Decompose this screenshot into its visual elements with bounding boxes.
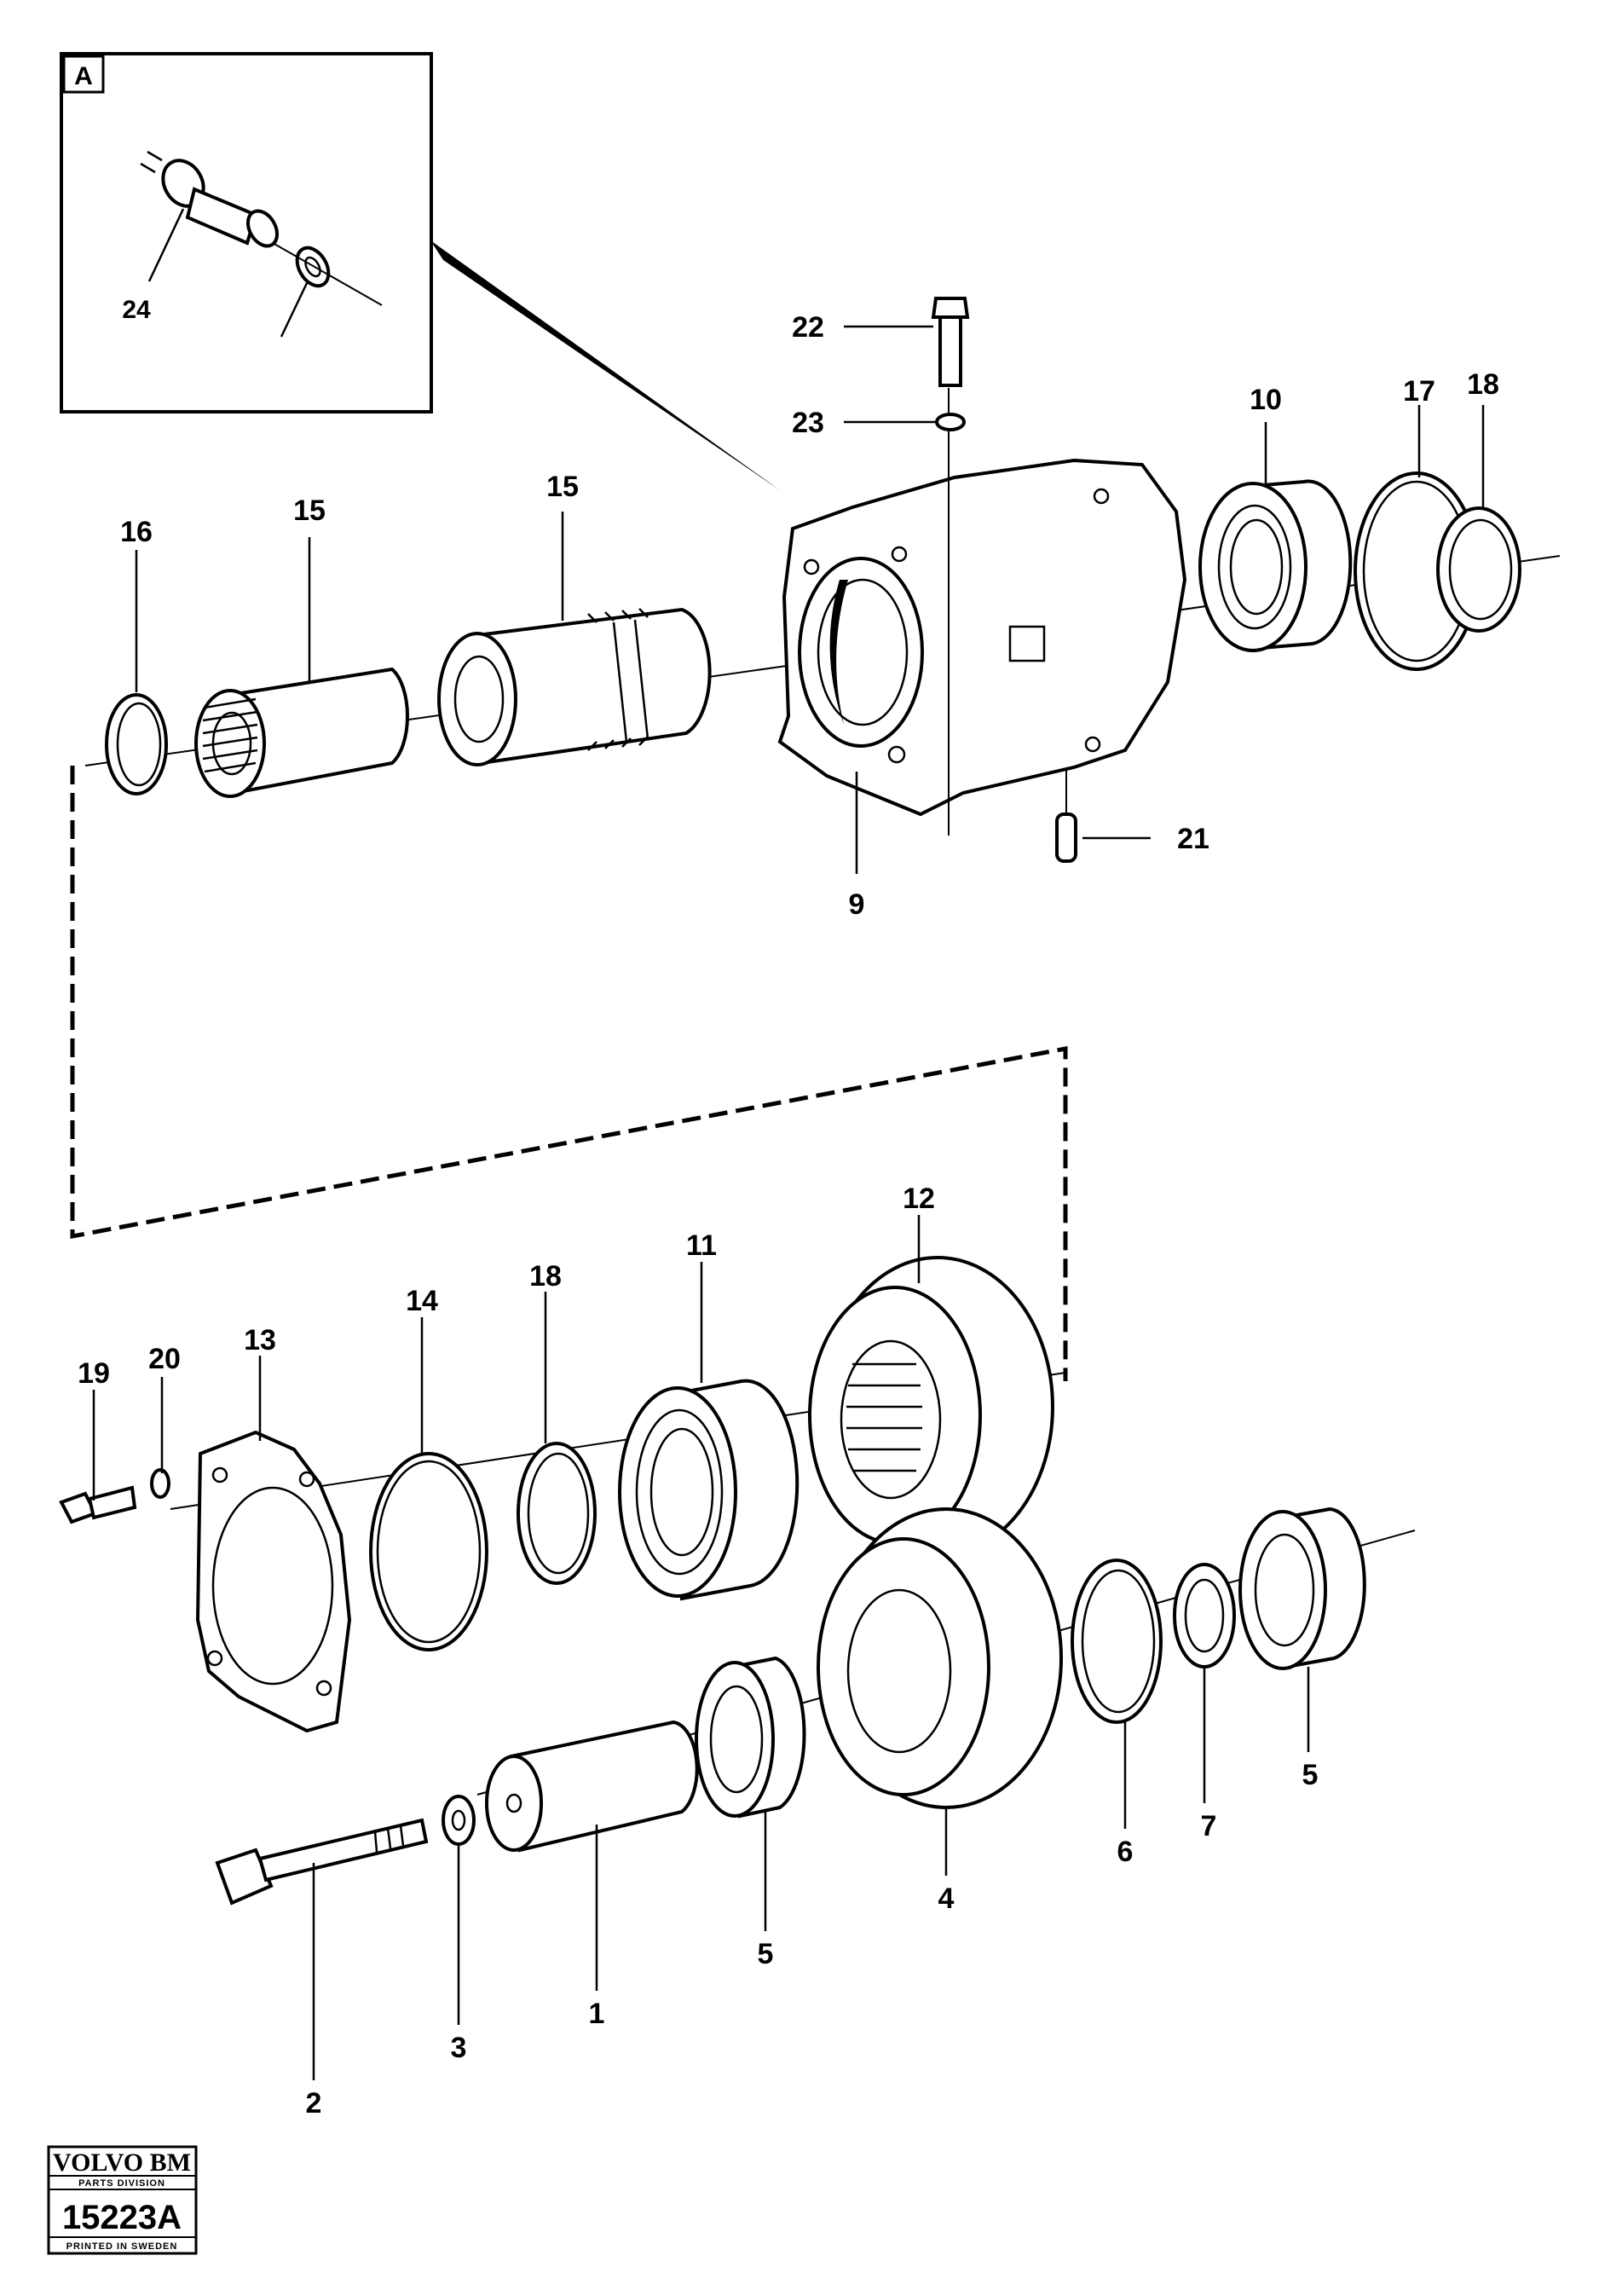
washer-part-24 bbox=[295, 246, 331, 288]
callout-22: 23 bbox=[792, 407, 824, 439]
callout-2: 2 bbox=[306, 2087, 322, 2120]
callout-4: 4 bbox=[938, 1882, 955, 1915]
washer-part-19 bbox=[150, 1468, 170, 1499]
callout-3: 3 bbox=[451, 2032, 467, 2064]
callout-16: 13 bbox=[244, 1324, 276, 1356]
callout-13: 16 bbox=[120, 516, 153, 548]
drawing-number: 15223A bbox=[62, 2199, 182, 2236]
inset-label: A bbox=[74, 62, 93, 90]
bearing-part-9-upper bbox=[1198, 479, 1353, 652]
callout-9-lower: 11 bbox=[686, 1229, 717, 1262]
bearing-part-5-right bbox=[1238, 1507, 1366, 1670]
spacer-part-7 bbox=[1173, 1563, 1236, 1669]
circlip-part-15-lower bbox=[517, 1442, 597, 1585]
callout-21: 22 bbox=[792, 311, 824, 344]
pin-part-20 bbox=[1055, 767, 1077, 863]
bolt-part-18 bbox=[59, 1485, 137, 1524]
bolt-part-2 bbox=[215, 1818, 429, 1906]
o-ring-part-17 bbox=[369, 1452, 488, 1651]
detail-inset-a: A 24 bbox=[60, 52, 433, 414]
callout-14: 17 bbox=[1403, 375, 1435, 408]
shaft-part-1 bbox=[485, 1720, 699, 1853]
housing-part-8 bbox=[777, 388, 1187, 836]
callout-7: 7 bbox=[1201, 1810, 1217, 1842]
callout-19: 20 bbox=[148, 1343, 181, 1375]
coupling-part-11 bbox=[437, 607, 712, 766]
callout-8: 9 bbox=[849, 888, 865, 921]
callout-6: 6 bbox=[1117, 1836, 1134, 1868]
cover-part-16 bbox=[195, 1430, 352, 1733]
logo-brand: VOLVO BM bbox=[53, 2149, 191, 2177]
sensor-part-23 bbox=[140, 150, 280, 248]
callout-10: 12 bbox=[903, 1183, 935, 1215]
inset-pointer bbox=[430, 240, 780, 490]
washer-part-3 bbox=[442, 1795, 476, 1846]
callout-11: 15 bbox=[546, 471, 579, 503]
sleeve-part-12 bbox=[194, 667, 410, 798]
circlip-part-13 bbox=[105, 693, 168, 795]
callout-15-lower: 18 bbox=[529, 1260, 562, 1293]
lock-washer-part-22 bbox=[935, 413, 966, 431]
circlip-part-15-upper bbox=[1436, 506, 1521, 633]
callout-5-right: 5 bbox=[1302, 1759, 1319, 1791]
callout-20: 21 bbox=[1177, 823, 1209, 855]
bearing-part-5-left bbox=[695, 1656, 806, 1819]
logo-printed: PRINTED IN SWEDEN bbox=[66, 2241, 178, 2252]
callout-18: 19 bbox=[78, 1357, 110, 1390]
callout-1: 1 bbox=[589, 1998, 605, 2030]
bolt-part-21 bbox=[931, 297, 970, 387]
callout-15-upper: 18 bbox=[1467, 368, 1499, 401]
callout-12: 15 bbox=[293, 494, 326, 527]
callout-5-left: 5 bbox=[758, 1938, 774, 1970]
logo-division: PARTS DIVISION bbox=[78, 2178, 165, 2189]
callout-23: 24 bbox=[122, 296, 151, 324]
callout-17: 14 bbox=[406, 1285, 438, 1317]
circlip-part-6 bbox=[1071, 1559, 1163, 1724]
volvo-bm-logo: VOLVO BM PARTS DIVISION 15223A PRINTED I… bbox=[47, 2145, 198, 2255]
callout-9-upper: 10 bbox=[1250, 384, 1282, 416]
gear-part-4 bbox=[817, 1507, 1063, 1809]
bearing-part-9-lower bbox=[618, 1379, 800, 1601]
assembly-connector-line bbox=[70, 766, 1068, 1381]
gear-part-10 bbox=[808, 1256, 1054, 1558]
